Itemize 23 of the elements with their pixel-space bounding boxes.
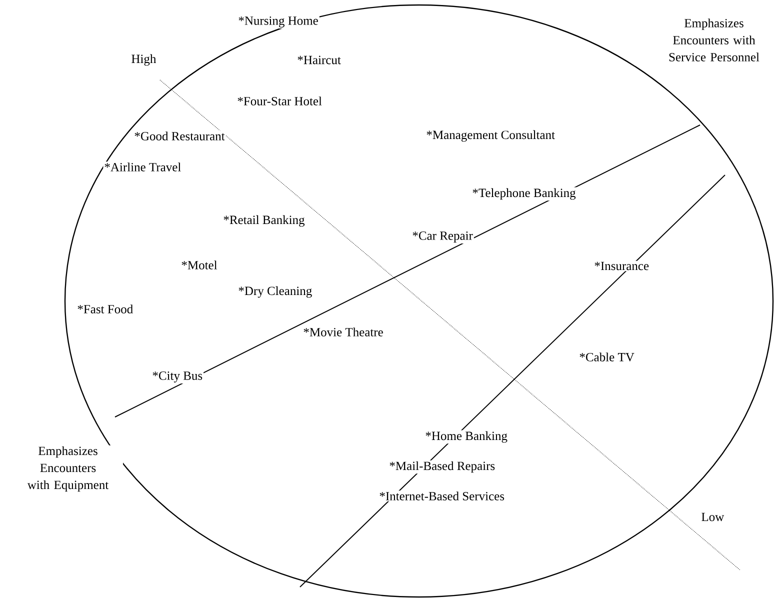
text-label: *Movie Theatre: [302, 326, 384, 338]
text-label: *Car Repair: [411, 230, 474, 244]
text-label: *Cable TV: [578, 352, 636, 362]
text-label: High: [130, 53, 158, 67]
text-label: *Telephone Banking: [471, 187, 577, 201]
text-label: *Good Restaurant: [133, 130, 226, 142]
text-label: Emphasizes Encounters with Equipment: [13, 445, 123, 493]
text-label: *Management Consultant: [425, 129, 556, 143]
text-label: *Motel: [180, 260, 218, 270]
text-label: *Nursing Home: [237, 16, 320, 28]
text-label: *Dry Cleaning: [237, 285, 314, 299]
text-label: Low: [700, 512, 726, 522]
text-label: *Airline Travel: [103, 162, 182, 172]
text-label: *Insurance: [593, 260, 650, 272]
text-label: *Home Banking: [424, 430, 508, 444]
text-label: *Fast Food: [76, 304, 134, 314]
text-label: *Four-Star Hotel: [236, 96, 324, 106]
text-label: *City Bus: [151, 370, 204, 384]
text-label: *Haircut: [296, 54, 342, 66]
text-label: Emphasizes Encounters with Service Personnel: [657, 18, 771, 62]
text-label: *Mail-Based Repairs: [388, 460, 496, 474]
text-label: *Retail Banking: [222, 214, 306, 228]
text-label: *Internet-Based Services: [378, 490, 506, 502]
